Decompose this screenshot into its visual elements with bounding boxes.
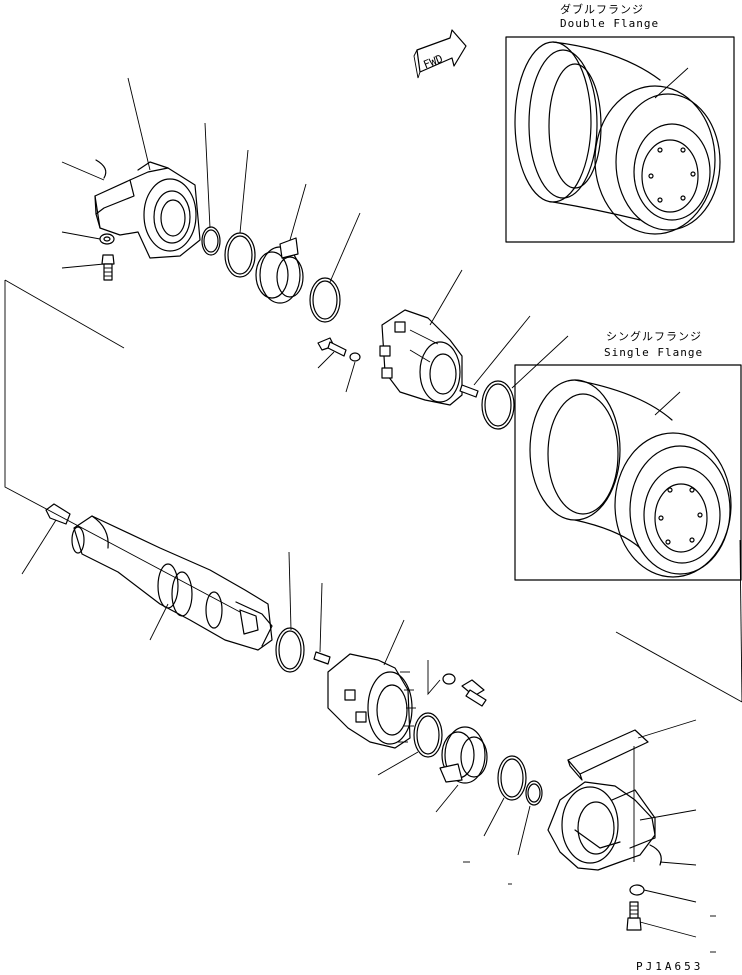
single-flange-panel: シングルフランジ Single Flange [514,329,742,581]
single-flange-label-jp: シングルフランジ [606,329,702,343]
double-flange-frame [505,36,735,243]
upper-bolt [101,254,115,281]
lower-o-ring-1 [275,627,305,673]
lower-o-ring-2 [413,712,443,758]
upper-bracket [94,159,201,259]
lower-collar [327,653,416,749]
upper-collar [379,309,463,406]
lower-mid-leader [427,660,441,696]
shaft-plug [45,503,71,525]
upper-o-ring-1 [201,226,221,256]
lower-seal [439,726,488,784]
upper-pin [459,384,479,398]
lower-cap [567,729,649,781]
lower-o-ring-4 [525,780,543,806]
upper-seal [255,237,304,304]
roller-shaft [71,515,273,651]
double-flange-label-jp: ダブルフランジ [560,2,644,16]
fwd-arrow: FWD [413,29,467,79]
double-flange-label-en: Double Flange [560,17,659,30]
upper-small-bolt [317,337,347,357]
lower-washer [629,884,645,896]
lower-mid-bolt [461,679,487,707]
upper-o-ring-3 [309,277,341,323]
lower-mid-washer [442,673,456,685]
single-flange-label-en: Single Flange [604,346,703,359]
upper-washer [99,233,115,245]
single-flange-roller [529,379,732,578]
single-flange-frame [514,364,742,581]
lower-bolt [626,901,642,931]
upper-o-ring-2 [224,232,256,278]
double-flange-panel: ダブルフランジ Double Flange [505,2,735,243]
upper-small-washer [349,352,361,362]
double-flange-roller [514,41,721,235]
lower-bracket [547,781,662,871]
upper-o-ring-4 [481,380,515,430]
lower-o-ring-3 [497,755,527,801]
lower-pin [313,651,331,665]
drawing-code: PJ1A653 [636,960,703,973]
